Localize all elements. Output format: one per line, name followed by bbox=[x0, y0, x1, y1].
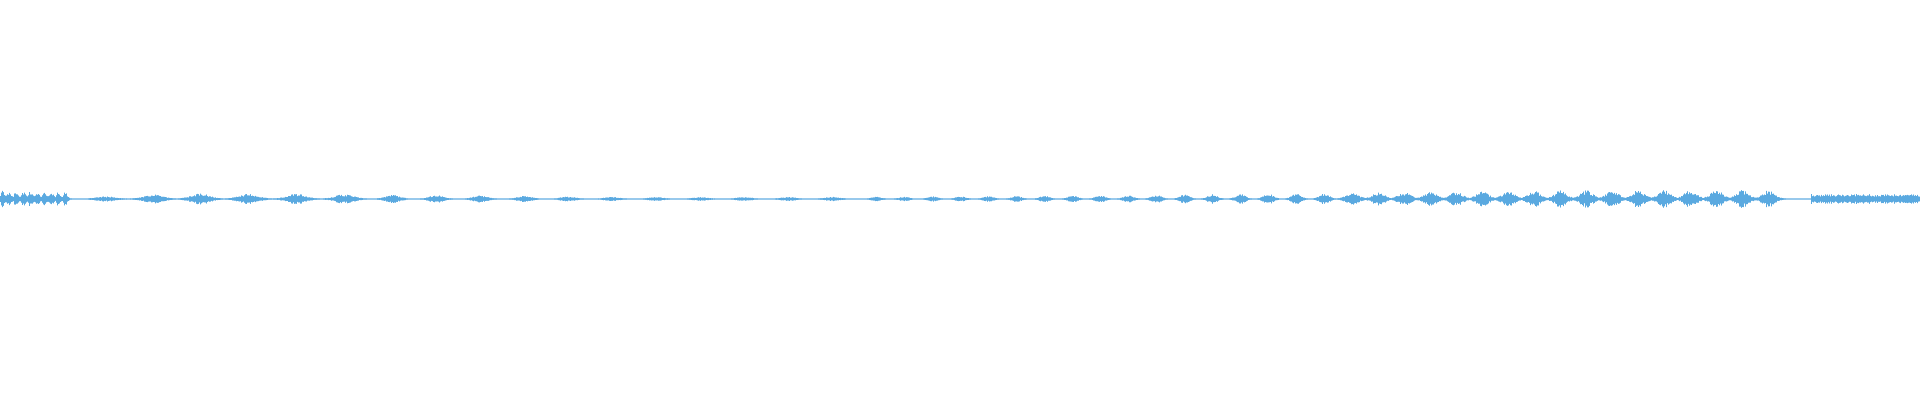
audio-waveform[interactable] bbox=[0, 0, 1920, 400]
waveform-view[interactable] bbox=[0, 0, 1920, 400]
